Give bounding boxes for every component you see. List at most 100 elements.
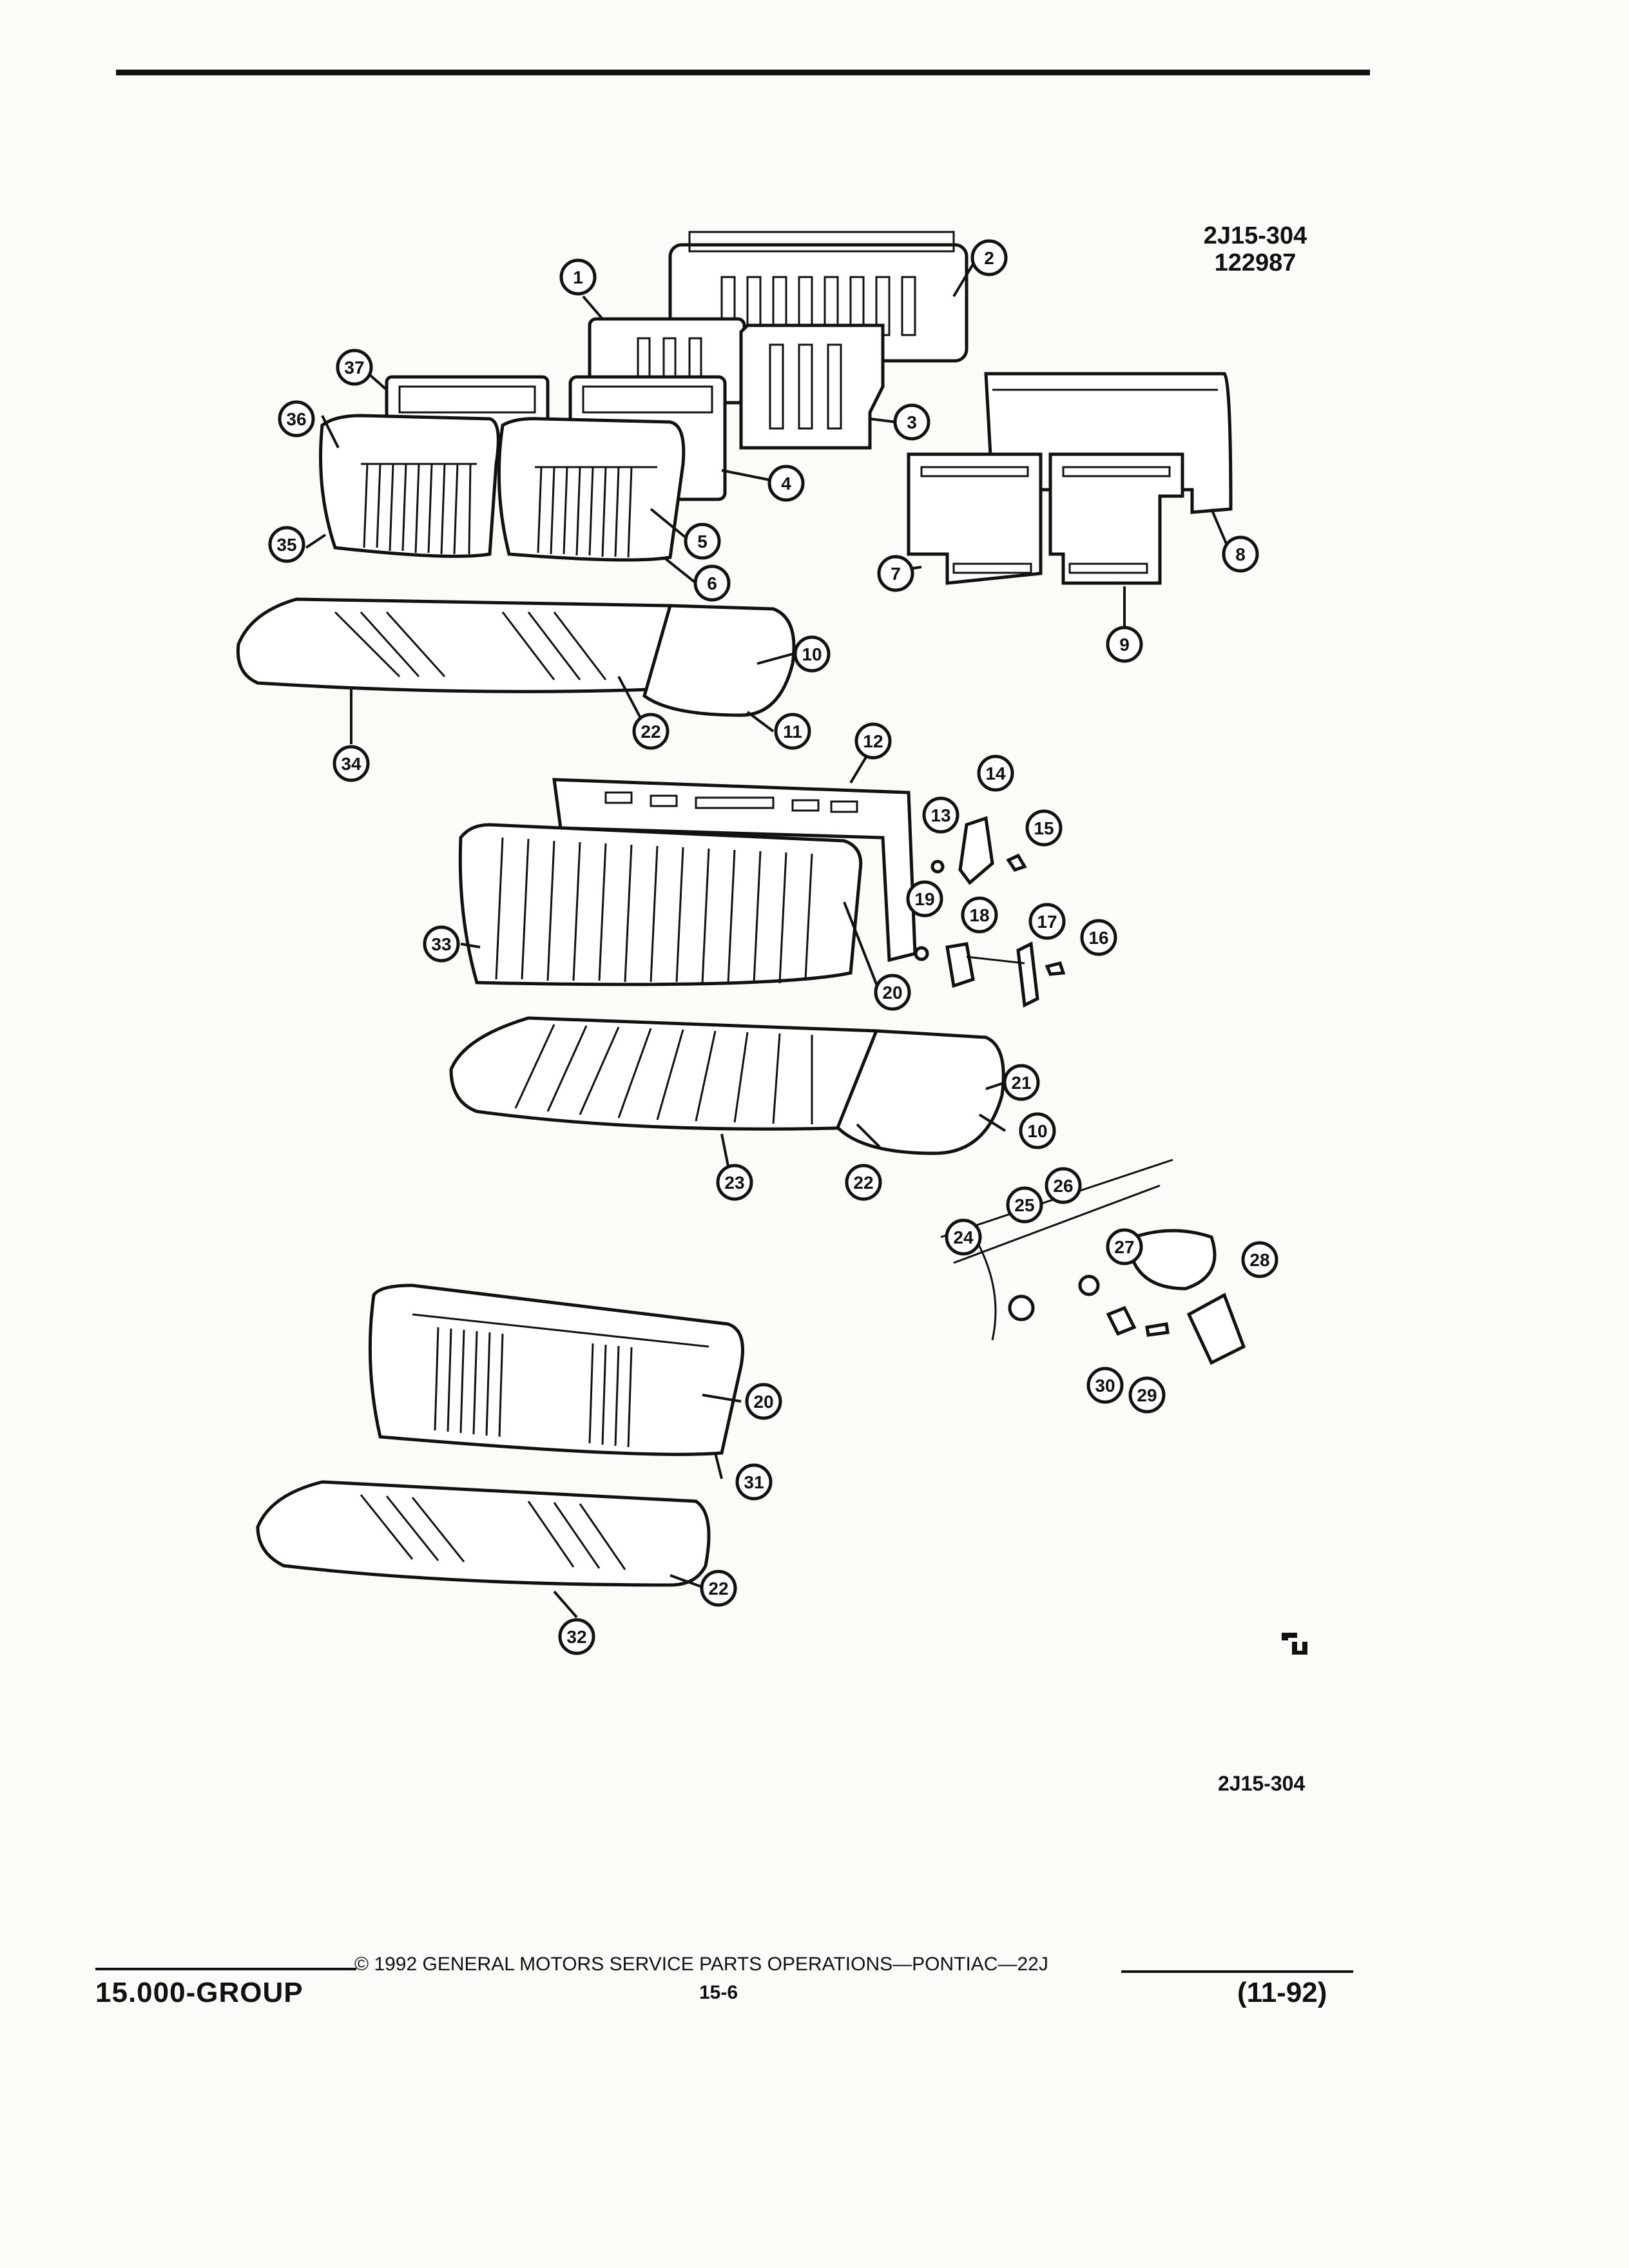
- callout-34: 34: [333, 745, 370, 782]
- callout-22a: 22: [632, 713, 670, 750]
- callout-27: 27: [1106, 1228, 1143, 1265]
- callout-15: 15: [1025, 809, 1063, 847]
- svg-text:30: 30: [1095, 1376, 1115, 1396]
- footer-copyright: © 1992 GENERAL MOTORS SERVICE PARTS OPER…: [354, 1954, 1048, 1975]
- svg-text:12: 12: [863, 731, 883, 751]
- svg-text:22: 22: [708, 1579, 728, 1599]
- hinge-parts: [914, 816, 1066, 1008]
- callout-33: 33: [423, 925, 460, 963]
- callout-10: 10: [793, 635, 831, 673]
- panel-7: [907, 452, 1043, 585]
- callout-13: 13: [922, 796, 959, 834]
- callout-31: 31: [735, 1463, 773, 1501]
- callout-28: 28: [1241, 1241, 1278, 1278]
- svg-text:2: 2: [984, 248, 994, 268]
- svg-text:22: 22: [641, 722, 660, 742]
- svg-text:13: 13: [930, 805, 950, 825]
- callout-8: 8: [1222, 535, 1259, 573]
- svg-text:31: 31: [744, 1472, 764, 1492]
- callout-9: 9: [1106, 626, 1143, 663]
- svg-text:9: 9: [1119, 635, 1130, 655]
- svg-text:4: 4: [781, 474, 791, 494]
- svg-text:20: 20: [753, 1392, 773, 1412]
- figure-date-code: 122987: [1214, 249, 1296, 276]
- callout-22c: 22: [700, 1570, 737, 1607]
- svg-text:16: 16: [1088, 928, 1108, 948]
- svg-text:32: 32: [566, 1627, 586, 1647]
- footer-group: 15.000-GROUP: [95, 1977, 304, 2008]
- svg-text:29: 29: [1137, 1385, 1157, 1405]
- callout-26: 26: [1045, 1167, 1082, 1204]
- seat-cushion-32: [256, 1480, 711, 1587]
- svg-text:28: 28: [1249, 1250, 1269, 1270]
- svg-text:10: 10: [802, 644, 822, 664]
- svg-text:14: 14: [985, 764, 1006, 783]
- bucket-seat-back-left: [319, 414, 500, 558]
- callout-37: 37: [336, 349, 373, 386]
- seat-cushion-34: [236, 597, 673, 693]
- callout-23: 23: [716, 1164, 753, 1201]
- callout-18: 18: [961, 896, 998, 934]
- footer-rule-right: [1121, 1970, 1353, 1973]
- svg-text:34: 34: [341, 754, 361, 774]
- footer-page-number: 15-6: [699, 1982, 738, 2003]
- callout-4: 4: [767, 465, 805, 502]
- callout-7: 7: [877, 555, 914, 592]
- svg-text:24: 24: [953, 1227, 974, 1247]
- callout-30: 30: [1086, 1367, 1124, 1404]
- svg-text:19: 19: [914, 889, 934, 909]
- callout-16: 16: [1080, 919, 1117, 956]
- callout-1: 1: [559, 258, 597, 296]
- callout-20a: 20: [874, 974, 911, 1011]
- svg-text:17: 17: [1037, 912, 1057, 932]
- callout-36: 36: [278, 400, 315, 437]
- svg-text:23: 23: [724, 1173, 744, 1193]
- svg-text:10: 10: [1027, 1121, 1047, 1141]
- svg-text:22: 22: [853, 1173, 873, 1193]
- figure-code: 2J15-304: [1203, 222, 1307, 249]
- callout-19: 19: [906, 880, 943, 918]
- callout-14: 14: [977, 754, 1014, 792]
- svg-text:11: 11: [783, 722, 802, 742]
- callout-35: 35: [268, 526, 305, 563]
- svg-text:37: 37: [344, 358, 364, 378]
- callout-11: 11: [774, 713, 811, 750]
- callout-24: 24: [945, 1218, 982, 1256]
- svg-text:7: 7: [891, 564, 901, 584]
- callout-12: 12: [854, 722, 892, 760]
- callout-10b: 10: [1019, 1112, 1056, 1149]
- svg-text:20: 20: [882, 983, 902, 1003]
- svg-text:3: 3: [907, 412, 917, 432]
- seat-cushion-11: [642, 604, 796, 717]
- top-rule: [116, 70, 1370, 75]
- callout-29: 29: [1128, 1376, 1166, 1414]
- seat-back-31: [368, 1283, 744, 1456]
- bench-seat-back-33: [458, 823, 863, 986]
- bench-cushion-23: [449, 1016, 879, 1131]
- callout-2: 2: [970, 239, 1008, 276]
- svg-text:36: 36: [286, 409, 306, 429]
- svg-text:27: 27: [1114, 1237, 1134, 1257]
- callout-25: 25: [1006, 1186, 1043, 1224]
- svg-text:1: 1: [573, 267, 583, 287]
- callout-17: 17: [1028, 903, 1066, 940]
- callout-3: 3: [893, 403, 930, 441]
- svg-text:26: 26: [1053, 1176, 1073, 1196]
- callout-21: 21: [1003, 1064, 1040, 1101]
- publisher-logo: [1282, 1633, 1307, 1655]
- footer-rule-left: [95, 1968, 356, 1970]
- figure-code-bottom: 2J15-304: [1218, 1772, 1306, 1795]
- callout-5: 5: [684, 523, 721, 560]
- bucket-seat-back-right: [497, 417, 686, 562]
- bench-cushion-21: [836, 1029, 1005, 1155]
- svg-text:8: 8: [1235, 544, 1246, 564]
- svg-text:5: 5: [697, 532, 708, 552]
- svg-text:6: 6: [707, 573, 717, 593]
- svg-text:35: 35: [276, 535, 296, 555]
- svg-text:33: 33: [431, 934, 451, 954]
- svg-text:15: 15: [1034, 818, 1054, 838]
- figure-code-block: 2J15-304 122987: [1178, 222, 1333, 276]
- callout-20b: 20: [745, 1383, 782, 1420]
- callout-6: 6: [693, 564, 731, 602]
